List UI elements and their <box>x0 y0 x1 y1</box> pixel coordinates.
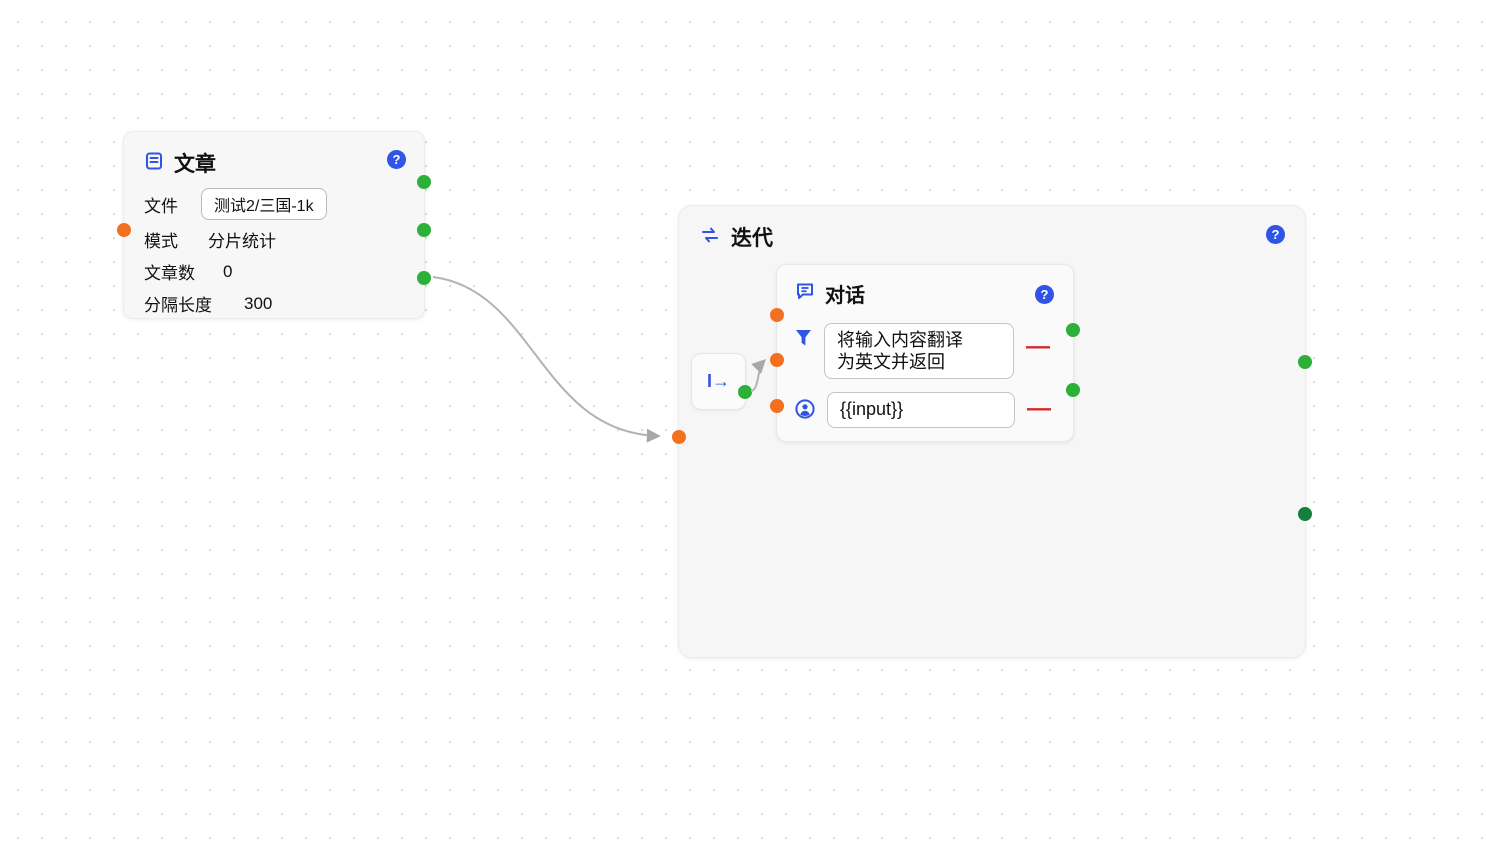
help-icon[interactable]: ? <box>1266 225 1285 244</box>
chat-output-port-top[interactable] <box>1066 323 1080 337</box>
system-prompt-row: 将输入内容翻译为英文并返回 — <box>795 323 1050 379</box>
user-prompt-row: {{input}} — <box>795 392 1051 428</box>
system-prompt-input[interactable]: 将输入内容翻译为英文并返回 <box>824 323 1014 379</box>
iteration-node-header: 迭代 <box>679 206 1305 258</box>
article-input-port[interactable] <box>117 223 131 237</box>
chat-node-title: 对话 <box>825 285 865 307</box>
funnel-icon <box>795 329 812 353</box>
chat-node[interactable]: 对话 ? 将输入内容翻译为英文并返回 — <box>770 264 1080 442</box>
file-field-row: 文件 测试2/三国-1k <box>144 188 406 220</box>
article-node-header: 文章 <box>124 132 424 184</box>
mode-field-label: 模式 <box>144 232 178 251</box>
mode-field-value: 分片统计 <box>208 232 276 251</box>
count-field-value: 0 <box>223 261 233 281</box>
count-field-row: 文章数 0 <box>144 259 406 284</box>
file-field-label: 文件 <box>144 196 178 216</box>
article-output-port-top[interactable] <box>417 175 431 189</box>
iteration-output-port-top[interactable] <box>1298 355 1312 369</box>
iterator-item-node[interactable]: I→ <box>691 353 752 410</box>
chat-output-port-bottom[interactable] <box>1066 383 1080 397</box>
document-icon <box>144 151 164 176</box>
file-select-box[interactable]: 测试2/三国-1k <box>201 188 327 220</box>
article-output-port-middle[interactable] <box>417 223 431 237</box>
help-icon[interactable]: ? <box>1035 285 1054 304</box>
article-node[interactable]: 文章 ? 文件 测试2/三国-1k 模式 分片统计 文章数 0 分隔长度 300 <box>117 131 431 319</box>
user-prompt-text: {{input}} <box>840 399 904 419</box>
user-prompt-input[interactable]: {{input}} <box>827 392 1015 428</box>
edge-article-to-iteration <box>432 276 661 443</box>
remove-user-prompt-button[interactable]: — <box>1027 395 1051 422</box>
iteration-node-title: 迭代 <box>731 227 773 250</box>
article-node-title: 文章 <box>174 153 216 176</box>
chat-icon <box>795 281 815 306</box>
iterator-item-output-port[interactable] <box>738 385 752 399</box>
iteration-output-port-bottom[interactable] <box>1298 507 1312 521</box>
iterator-item-label: I→ <box>706 371 730 391</box>
chat-input-port-bottom[interactable] <box>770 399 784 413</box>
length-field-value: 300 <box>244 293 273 313</box>
remove-system-prompt-button[interactable]: — <box>1026 333 1050 360</box>
mode-field-row: 模式 分片统计 <box>144 227 406 252</box>
chat-input-port-middle[interactable] <box>770 353 784 367</box>
length-field-row: 分隔长度 300 <box>144 291 406 316</box>
iteration-icon <box>699 225 721 250</box>
count-field-label: 文章数 <box>144 264 195 283</box>
article-output-port-bottom[interactable] <box>417 271 431 285</box>
iteration-input-port[interactable] <box>672 430 686 444</box>
help-icon[interactable]: ? <box>387 150 406 169</box>
system-prompt-text: 将输入内容翻译为英文并返回 <box>837 330 963 372</box>
chat-node-header: 对话 <box>777 265 1073 314</box>
chat-input-port-top[interactable] <box>770 308 784 322</box>
person-icon <box>795 399 815 424</box>
length-field-label: 分隔长度 <box>144 296 212 315</box>
